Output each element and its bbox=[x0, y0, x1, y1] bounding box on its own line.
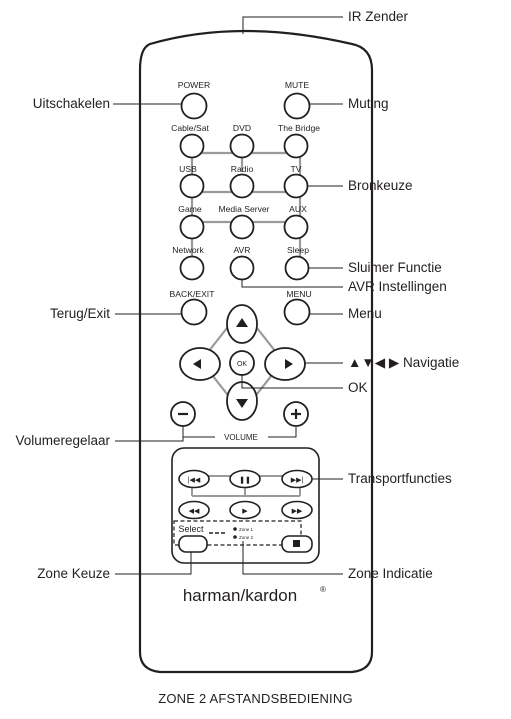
usb-label: USB bbox=[179, 164, 197, 174]
sleep-button[interactable] bbox=[284, 255, 310, 281]
radio-button[interactable] bbox=[229, 173, 255, 199]
skip-back-button[interactable] bbox=[178, 469, 210, 489]
mute-button[interactable] bbox=[283, 92, 311, 120]
plus-icon bbox=[291, 409, 301, 419]
ok-label: OK bbox=[237, 361, 247, 368]
callout-zone-indicatie: Zone Indicatie bbox=[348, 566, 433, 581]
zone-2-led bbox=[233, 535, 237, 539]
power-button[interactable] bbox=[180, 92, 208, 120]
power-label: POWER bbox=[178, 80, 210, 90]
up-arrow-icon bbox=[236, 318, 248, 327]
network-button[interactable] bbox=[179, 255, 205, 281]
zone-1-label: Zone 1 bbox=[239, 527, 254, 532]
network-label: Network bbox=[172, 245, 204, 255]
figure-caption: ZONE 2 AFSTANDSBEDIENING bbox=[158, 691, 353, 706]
pause-button[interactable] bbox=[229, 469, 261, 489]
avr-button[interactable] bbox=[229, 255, 255, 281]
callout-sluimer-functie: Sluimer Functie bbox=[348, 260, 442, 275]
callout-avr-instellingen: AVR Instellingen bbox=[348, 279, 447, 294]
zone-select-button[interactable] bbox=[178, 535, 208, 553]
fast-forward-button[interactable] bbox=[281, 500, 313, 520]
volume-label: VOLUME bbox=[224, 433, 258, 442]
stop-icon bbox=[293, 540, 300, 547]
callout-lines bbox=[113, 16, 343, 575]
aux-label: AUX bbox=[289, 204, 307, 214]
play-button[interactable] bbox=[229, 500, 261, 520]
game-button[interactable] bbox=[179, 214, 205, 240]
back-exit-label: BACK/EXIT bbox=[170, 289, 216, 299]
play-icon: ▶ bbox=[242, 508, 248, 515]
brand-registered-mark: ® bbox=[320, 585, 326, 594]
callout-zone-keuze: Zone Keuze bbox=[37, 566, 110, 581]
sleep-label: Sleep bbox=[287, 245, 309, 255]
callout-transportfuncties: Transportfuncties bbox=[348, 471, 452, 486]
rewind-button[interactable] bbox=[178, 500, 210, 520]
callout-bronkeuze: Bronkeuze bbox=[348, 178, 413, 193]
brand-logo: harman/kardon bbox=[183, 586, 297, 605]
cable-sat-label: Cable/Sat bbox=[171, 123, 209, 133]
dvd-label: DVD bbox=[233, 123, 251, 133]
callout-muting: Muting bbox=[348, 96, 389, 111]
fast-forward-icon: ▶▶ bbox=[292, 508, 303, 515]
media-server-button[interactable] bbox=[229, 214, 255, 240]
tv-label: TV bbox=[291, 164, 302, 174]
zone-1-led bbox=[233, 527, 237, 531]
menu-button[interactable] bbox=[283, 298, 311, 326]
tv-button[interactable] bbox=[283, 173, 309, 199]
callout-navigatie: ▲▼◀ ▶ Navigatie bbox=[348, 355, 459, 370]
mute-label: MUTE bbox=[285, 80, 310, 90]
the-bridge-button[interactable] bbox=[283, 133, 309, 159]
rewind-icon: ◀◀ bbox=[189, 508, 200, 515]
aux-button[interactable] bbox=[283, 214, 309, 240]
callout-uitschakelen: Uitschakelen bbox=[33, 96, 110, 111]
zone-dashed-box bbox=[173, 520, 302, 546]
down-arrow-icon bbox=[236, 399, 248, 408]
the-bridge-label: The Bridge bbox=[278, 123, 320, 133]
game-label: Game bbox=[178, 204, 202, 214]
radio-label: Radio bbox=[231, 164, 254, 174]
select-label: Select bbox=[178, 524, 204, 534]
pause-icon: ❚❚ bbox=[239, 476, 251, 484]
zone-2-label: Zone 2 bbox=[239, 535, 254, 540]
left-arrow-icon bbox=[193, 359, 201, 369]
skip-back-icon: |◀◀ bbox=[188, 477, 201, 484]
callout-terug-exit: Terug/Exit bbox=[50, 306, 110, 321]
right-arrow-icon bbox=[285, 359, 293, 369]
callout-volumeregelaar: Volumeregelaar bbox=[15, 433, 110, 448]
dvd-button[interactable] bbox=[229, 133, 255, 159]
usb-button[interactable] bbox=[179, 173, 205, 199]
skip-forward-icon: ▶▶| bbox=[291, 477, 304, 484]
back-exit-button[interactable] bbox=[180, 298, 208, 326]
menu-label: MENU bbox=[286, 289, 311, 299]
callout-ir-zender: IR Zender bbox=[348, 9, 409, 24]
callout-menu: Menu bbox=[348, 306, 382, 321]
media-server-label: Media Server bbox=[218, 204, 269, 214]
cable-sat-button[interactable] bbox=[179, 133, 205, 159]
avr-label: AVR bbox=[233, 245, 250, 255]
callout-ok: OK bbox=[348, 380, 368, 395]
